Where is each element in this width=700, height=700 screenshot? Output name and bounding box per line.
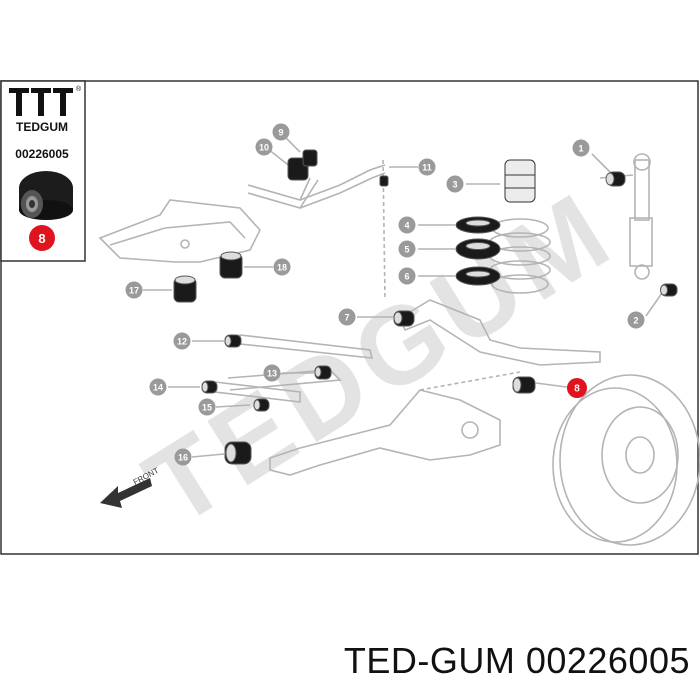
callout-label-10: 10	[259, 143, 269, 153]
callout-circle-17	[125, 281, 143, 299]
trailing-arm	[269, 389, 501, 476]
brand-part-number: 00226005	[15, 147, 69, 161]
bushing-17	[173, 275, 197, 303]
callout-circle-6	[398, 267, 416, 285]
bushing-16	[224, 441, 252, 465]
stabilizer-bar	[247, 164, 386, 201]
callout-label-6: 6	[404, 272, 409, 282]
callout-label-9: 9	[278, 128, 283, 138]
callout-circle-15	[198, 398, 216, 416]
callout-label-8: 8	[574, 384, 580, 395]
tedgum-logo: ® TEDGUM	[9, 85, 82, 134]
bushing-18	[219, 251, 243, 279]
bushing-12	[224, 334, 242, 348]
callout-circle-16	[174, 448, 192, 466]
product-bushing-image	[19, 171, 73, 220]
callout-circle-13	[263, 364, 281, 382]
bushing-6-spring-pad	[455, 266, 501, 286]
callout-label-4: 4	[404, 221, 409, 231]
callout-label-15: 15	[202, 403, 212, 413]
highlight-badge	[29, 225, 55, 251]
callout-circle-12	[173, 332, 191, 350]
bushings	[173, 149, 678, 465]
bushing-1	[605, 171, 626, 187]
bushing-9-10-stabilizer	[287, 149, 318, 181]
bushing-8	[512, 376, 536, 394]
bushing-3-bump-stop	[504, 159, 536, 203]
callout-circle-4	[398, 216, 416, 234]
callout-circle-9	[272, 123, 290, 141]
callout-circle-14	[149, 378, 167, 396]
bushing-7	[393, 310, 415, 327]
svg-text:®: ®	[76, 85, 82, 93]
callout-label-11: 11	[422, 163, 432, 173]
callout-circle-8	[567, 378, 587, 398]
callout-circle-2	[627, 311, 645, 329]
front-subframe	[98, 199, 261, 263]
callout-label-1: 1	[578, 144, 583, 154]
callout-label-3: 3	[452, 180, 457, 190]
callout-label-16: 16	[178, 453, 188, 463]
footer-title: TED-GUM 00226005	[343, 640, 690, 681]
bushing-15	[253, 398, 270, 412]
bushing-14	[201, 380, 218, 394]
bushing-13	[314, 365, 332, 380]
bushing-2	[660, 283, 678, 297]
rear-wheel	[552, 374, 700, 546]
logo-text: TEDGUM	[16, 120, 68, 134]
highlight-badge-label: 8	[38, 231, 45, 246]
callout-circle-3	[446, 175, 464, 193]
bushing-4-spring-pad	[455, 216, 501, 234]
callout-label-13: 13	[267, 369, 277, 379]
callout-label-7: 7	[344, 313, 349, 323]
callout-label-2: 2	[633, 316, 638, 326]
lower-control-arm	[398, 299, 601, 366]
callout-label-17: 17	[129, 286, 139, 296]
callout-circle-10	[255, 138, 273, 156]
callout-circle-5	[398, 240, 416, 258]
bushing-11-link	[379, 175, 389, 187]
callout-label-5: 5	[404, 245, 409, 255]
callout-circle-7	[338, 308, 356, 326]
callout-label-14: 14	[153, 383, 163, 393]
callout-label-18: 18	[277, 263, 287, 273]
callout-label-12: 12	[177, 337, 187, 347]
callout-circle-18	[273, 258, 291, 276]
callout-circle-1	[572, 139, 590, 157]
shock-absorber	[599, 153, 653, 280]
bushing-5-bearing	[455, 238, 501, 260]
callout-circle-11	[418, 158, 436, 176]
